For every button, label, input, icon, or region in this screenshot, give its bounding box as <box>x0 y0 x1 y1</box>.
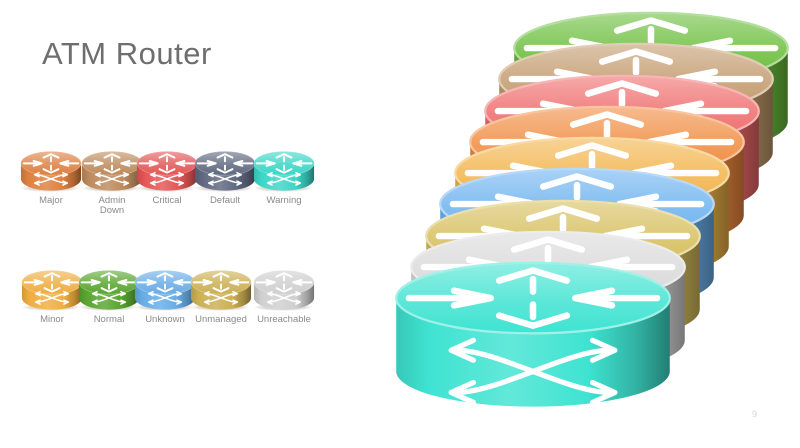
legend-item-label: Major <box>39 194 63 206</box>
legend-item-label: Warning <box>266 194 302 206</box>
legend-item-label: Critical <box>152 194 182 206</box>
legend-item-warning: Warning <box>249 151 319 206</box>
critical-router-icon <box>136 151 198 193</box>
admin-down-router-icon <box>81 151 143 193</box>
warning-router-icon <box>253 151 315 193</box>
legend-item-unknown: Unknown <box>130 270 200 325</box>
legend-item-label: Unreachable <box>257 313 311 325</box>
legend-item-critical: Critical <box>132 151 202 206</box>
legend-item-unreachable: Unreachable <box>249 270 319 325</box>
legend-item-admin-down: Admin Down <box>77 151 147 217</box>
legend-item-unmanaged: Unmanaged <box>186 270 256 325</box>
unmanaged-router-icon <box>190 270 252 312</box>
default-router-icon <box>194 151 256 193</box>
legend-item-label: Unmanaged <box>195 313 247 325</box>
legend-item-default: Default <box>190 151 260 206</box>
legend-item-normal: Normal <box>74 270 144 325</box>
legend-item-label: Normal <box>93 313 125 325</box>
normal-router-icon <box>78 270 140 312</box>
legend-item-major: Major <box>16 151 86 206</box>
page-title: ATM Router <box>42 36 212 71</box>
minor-router-icon <box>21 270 83 312</box>
unreachable-router-icon <box>253 270 315 312</box>
stack-router-warning <box>392 260 674 409</box>
legend-item-minor: Minor <box>17 270 87 325</box>
legend-item-label: Default <box>209 194 241 206</box>
legend-item-label: Minor <box>40 313 64 325</box>
major-router-icon <box>20 151 82 193</box>
unknown-router-icon <box>134 270 196 312</box>
legend-item-label: Admin Down <box>98 194 126 217</box>
page-number: 9 <box>752 409 758 419</box>
legend-item-label: Unknown <box>145 313 185 325</box>
